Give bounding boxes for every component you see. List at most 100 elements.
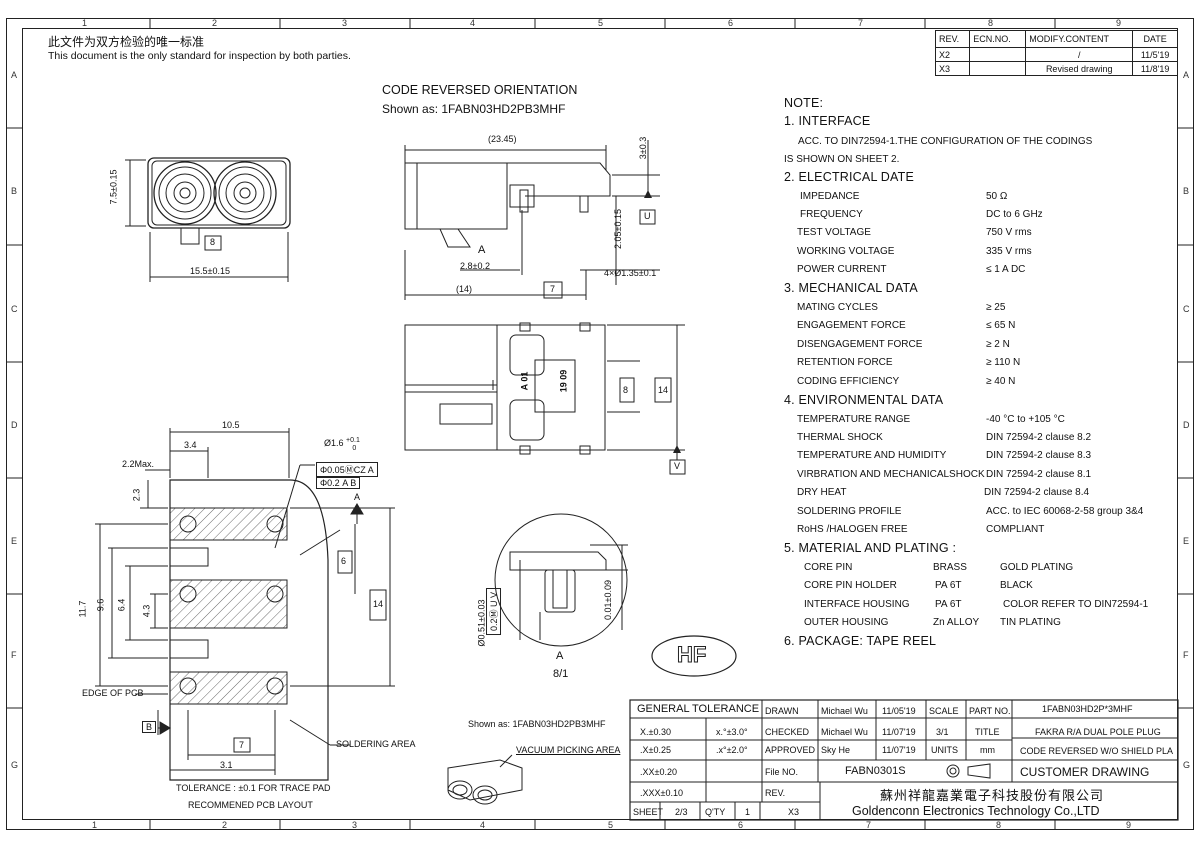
- ecn-col-header: ECN.NO.: [969, 30, 1027, 48]
- checked-date: 11/07'19: [882, 727, 916, 737]
- title-line-1: FAKRA R/A DUAL POLE PLUG: [1035, 727, 1161, 737]
- zone-col-7: 7: [858, 18, 864, 28]
- note-mechanical-value: ≥ 110 N: [986, 357, 1021, 368]
- drawn-name: Michael Wu: [821, 706, 868, 716]
- rev-cell: X3: [934, 61, 971, 76]
- note-material-heading: 5. MATERIAL AND PLATING :: [784, 541, 957, 555]
- note-electrical-value: 750 V rms: [986, 227, 1032, 238]
- note-mechanical-value: ≤ 65 N: [986, 320, 1016, 331]
- note-package-heading: 6. PACKAGE: TAPE REEL: [784, 634, 937, 648]
- note-mechanical-label: DISENGAGEMENT FORCE: [797, 339, 923, 350]
- hole-dia-tol-up: +0.1: [346, 437, 360, 444]
- note-environmental-label: THERMAL SHOCK: [797, 432, 883, 443]
- rev-label: REV.: [765, 788, 786, 798]
- rev-value: X3: [788, 807, 800, 817]
- note-mechanical-value: ≥ 40 N: [986, 376, 1016, 387]
- company-name-cn: 蘇州祥龍嘉業電子科技股份有限公司: [880, 788, 1105, 803]
- note-electrical-label: FREQUENCY: [800, 209, 863, 220]
- zone-row-c-r: C: [1183, 304, 1190, 314]
- note-environmental-label: TEMPERATURE AND HUMIDITY: [797, 450, 947, 461]
- datum-u: U: [644, 211, 651, 221]
- note-environmental-label: SOLDERING PROFILE: [797, 506, 902, 517]
- dim-4x-holes: 4×Ø1.35±0.1: [604, 268, 657, 278]
- note-interface-line: ACC. TO DIN72594-1.THE CONFIGURATION OF …: [798, 136, 1093, 147]
- zone-col-3: 3: [342, 18, 348, 28]
- file-no-label: File NO.: [765, 767, 799, 777]
- ecn-cell: [969, 61, 1027, 76]
- zone-row-g: G: [11, 760, 19, 770]
- modify-col-header: MODIFY.CONTENT: [1025, 30, 1134, 48]
- scale-value: 3/1: [936, 727, 949, 737]
- note-material-finish: COLOR REFER TO DIN72594-1: [1003, 599, 1149, 610]
- drawing-border-outer: [6, 18, 1194, 830]
- note-electrical-label: TEST VOLTAGE: [797, 227, 871, 238]
- note-electrical-label: IMPEDANCE: [800, 191, 860, 202]
- note-environmental-label: TEMPERATURE RANGE: [797, 414, 911, 425]
- zone-col-5: 5: [598, 18, 604, 28]
- revision-row: X2 / 11/5'19: [934, 47, 1178, 62]
- dim-11-7: 11.7: [77, 600, 88, 618]
- note-mechanical-label: MATING CYCLES: [797, 302, 878, 313]
- zone-row-d: D: [11, 420, 18, 430]
- zone-col-3-b: 3: [352, 820, 358, 830]
- zone-col-7-b: 7: [866, 820, 872, 830]
- note-interface-heading: 1. INTERFACE: [784, 114, 871, 128]
- dim-2-8: 2.8±0.2: [460, 261, 490, 271]
- hole-dia-value: Ø1.6: [324, 438, 344, 448]
- dim-2-2-max: 2.2Max.: [122, 459, 155, 469]
- note-material-material: PA 6T: [935, 599, 962, 610]
- note-environmental-value: ACC. to IEC 60068-2-58 group 3&4: [986, 506, 1144, 517]
- notes-title: NOTE:: [784, 96, 824, 110]
- dim-8-bottom: 8: [623, 385, 629, 395]
- zone-col-2: 2: [212, 18, 218, 28]
- approved-label: APPROVED: [765, 745, 816, 755]
- dim-8: 8: [210, 237, 216, 247]
- note-environmental-heading: 4. ENVIRONMENTAL DATA: [784, 393, 944, 407]
- zone-col-8: 8: [988, 18, 994, 28]
- note-material-part: OUTER HOUSING: [804, 617, 889, 628]
- zone-col-4: 4: [470, 18, 476, 28]
- note-mechanical-value: ≥ 2 N: [986, 339, 1010, 350]
- dim-9-6: 9.6: [95, 598, 106, 612]
- company-name-en: Goldenconn Electronics Technology Co.,LT…: [852, 804, 1100, 818]
- dim-0-01: 0.01±0.09: [602, 580, 613, 620]
- revision-row: X3 Revised drawing 11/8'19: [934, 61, 1178, 76]
- title-label: TITLE: [975, 727, 1000, 737]
- drawn-date: 11/05'19: [882, 706, 916, 716]
- drawing-border-inner: [22, 28, 1178, 820]
- dim-3-1: 3.1: [220, 760, 233, 770]
- zone-col-4-b: 4: [480, 820, 486, 830]
- note-mechanical-label: CODING EFFICIENCY: [797, 376, 900, 387]
- coding-label-a01: A 01: [519, 371, 530, 391]
- dim-15-5: 15.5±0.15: [190, 266, 230, 276]
- edge-of-pcb-label: EDGE OF PCB: [82, 688, 144, 698]
- zone-row-d-r: D: [1183, 420, 1190, 430]
- tol-linear-0: X.±0.30: [640, 727, 671, 737]
- revision-header-row: REV. ECN.NO. MODIFY.CONTENT DATE: [934, 30, 1178, 48]
- dim-7: 7: [550, 284, 556, 294]
- pcb-layout-caption: RECOMMENED PCB LAYOUT: [188, 800, 313, 810]
- note-material-material: BRASS: [933, 562, 967, 573]
- tol-linear-1: .X±0.25: [640, 745, 671, 755]
- qty-value: 1: [745, 807, 751, 817]
- zone-row-g-r: G: [1183, 760, 1191, 770]
- part-no-label: PART NO.: [969, 706, 1011, 716]
- date-col-header: DATE: [1132, 30, 1178, 48]
- part-no: 1FABN03HD2P*3MHF: [1042, 704, 1133, 714]
- datum-v: V: [674, 461, 681, 471]
- note-electrical-value: ≤ 1 A DC: [986, 264, 1026, 275]
- dim-7-pcb: 7: [239, 740, 245, 750]
- header-en: This document is the only standard for i…: [48, 50, 351, 62]
- note-material-finish: TIN PLATING: [1000, 617, 1061, 628]
- iso-caption: Shown as: 1FABN03HD2PB3MHF: [468, 719, 606, 729]
- dim-4-3: 4.3: [141, 604, 152, 618]
- units-value: mm: [980, 745, 995, 755]
- zone-col-6-b: 6: [738, 820, 744, 830]
- note-environmental-label: RoHS /HALOGEN FREE: [797, 524, 908, 535]
- qty-label: Q'TY: [705, 807, 726, 817]
- note-material-material: Zn ALLOY: [933, 617, 980, 628]
- detail-a-scale: 8/1: [553, 668, 569, 680]
- note-material-material: PA 6T: [935, 580, 962, 591]
- zone-row-a-r: A: [1183, 70, 1190, 80]
